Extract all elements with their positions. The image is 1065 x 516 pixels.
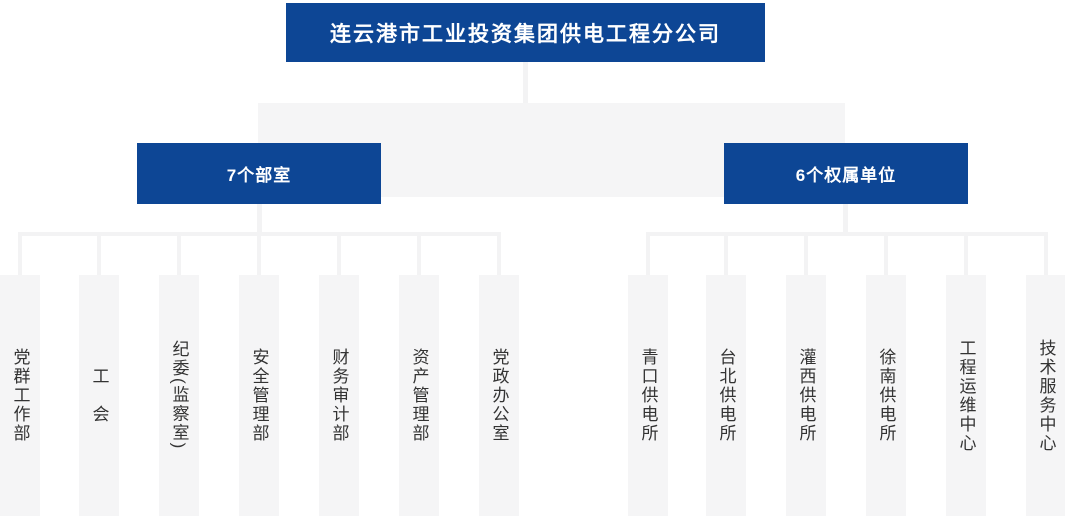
connector-drop <box>1044 232 1048 275</box>
connector-branch-stem-right <box>843 204 848 236</box>
leaf-node-engineering-ops-center: 工程运维中心 <box>946 275 986 516</box>
leaf-node-label: 徐南供电所 <box>876 348 896 443</box>
connector-drop <box>804 232 808 275</box>
leaf-node-label: 安全管理部 <box>249 348 269 443</box>
leaf-node-label: 技术服务中心 <box>1036 338 1056 453</box>
connector-drop <box>884 232 888 275</box>
leaf-node-label: 工程运维中心 <box>956 338 976 453</box>
connector-drop <box>497 232 501 275</box>
leaf-node-label: 纪委(监察室) <box>169 340 189 451</box>
connector-drop <box>257 232 261 275</box>
leaf-node-party-gov-office: 党政办公室 <box>479 275 519 516</box>
leaf-node-label: 台北供电所 <box>716 348 736 443</box>
leaf-node-label: 党群工作部 <box>10 348 30 443</box>
leaf-node-finance-audit-dept: 财务审计部 <box>319 275 359 516</box>
leaf-node-xunan-power-station: 徐南供电所 <box>866 275 906 516</box>
branch-node-subsidiaries: 6个权属单位 <box>724 143 968 204</box>
leaf-node-discipline-inspection: 纪委(监察室) <box>159 275 199 516</box>
leaf-node-guanxi-power-station: 灌西供电所 <box>786 275 826 516</box>
leaf-node-tech-service-center: 技术服务中心 <box>1026 275 1065 516</box>
connector-drop <box>97 232 101 275</box>
leaf-node-qingkou-power-station: 青口供电所 <box>628 275 668 516</box>
leaf-node-label: 工 会 <box>89 367 109 424</box>
connector-hline-right <box>646 232 1048 236</box>
leaf-node-label: 青口供电所 <box>638 348 658 443</box>
branch-node-departments: 7个部室 <box>137 143 381 204</box>
connector-drop <box>337 232 341 275</box>
leaf-node-party-mass-work-dept: 党群工作部 <box>0 275 40 516</box>
leaf-node-asset-management-dept: 资产管理部 <box>399 275 439 516</box>
leaf-node-labor-union: 工 会 <box>79 275 119 516</box>
branch-node-label: 6个权属单位 <box>795 166 897 185</box>
connector-drop <box>417 232 421 275</box>
connector-drop <box>18 232 22 275</box>
leaf-node-label: 党政办公室 <box>489 348 509 443</box>
leaf-node-label: 财务审计部 <box>329 348 349 443</box>
leaf-node-label: 资产管理部 <box>409 348 429 443</box>
connector-root-stem <box>523 62 528 103</box>
root-node-label: 连云港市工业投资集团供电工程分公司 <box>330 22 721 46</box>
leaf-node-safety-management-dept: 安全管理部 <box>239 275 279 516</box>
connector-branch-stem-left <box>257 204 262 236</box>
root-node: 连云港市工业投资集团供电工程分公司 <box>286 3 765 62</box>
branch-node-label: 7个部室 <box>226 166 292 185</box>
leaf-node-taibei-power-station: 台北供电所 <box>706 275 746 516</box>
connector-drop <box>964 232 968 275</box>
connector-drop <box>724 232 728 275</box>
leaf-node-label: 灌西供电所 <box>796 348 816 443</box>
connector-drop <box>177 232 181 275</box>
connector-drop <box>646 232 650 275</box>
